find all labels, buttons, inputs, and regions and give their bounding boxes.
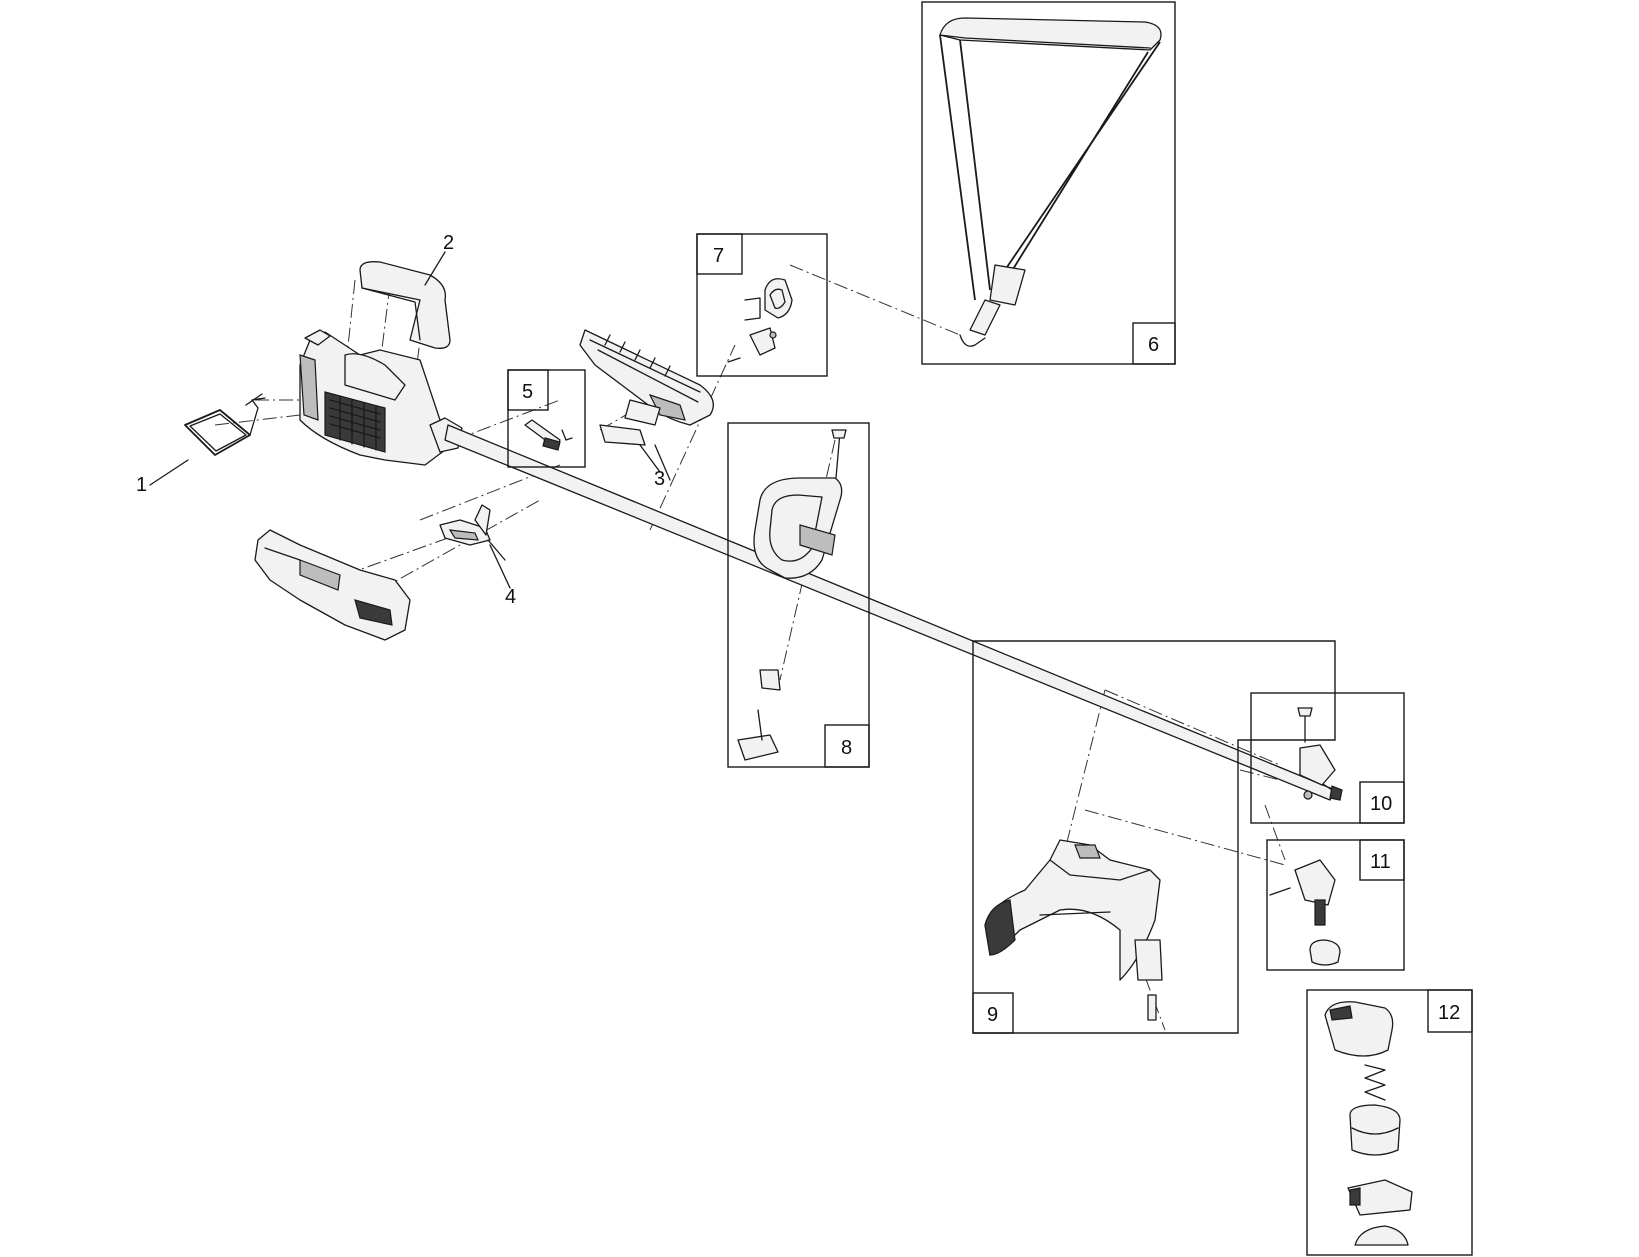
part-4-trigger [439, 504, 506, 561]
part-1-loop-bracket [184, 393, 266, 456]
box-5-switch-kit [507, 369, 586, 468]
box-7-strap-clip [696, 233, 828, 377]
box-10-shaft-bracket [1250, 692, 1405, 824]
callout-12: 12 [1438, 1002, 1460, 1024]
box-11-gearhead [1266, 839, 1405, 971]
box-9-guard [972, 640, 1336, 1034]
callout-6: 6 [1148, 334, 1159, 356]
lower-handle-cover [254, 529, 411, 641]
part-2-motor-housing [299, 261, 463, 466]
callout-2: 2 [443, 232, 454, 254]
callout-11: 11 [1370, 851, 1391, 873]
leader-lines [149, 251, 661, 589]
callout-10: 10 [1370, 793, 1392, 815]
callout-8: 8 [841, 737, 852, 759]
callout-9: 9 [987, 1004, 998, 1026]
callout-7: 7 [713, 245, 724, 267]
box-6-shoulder-strap [921, 1, 1176, 365]
callout-3: 3 [654, 468, 665, 490]
vent-grille [329, 395, 381, 451]
callout-5: 5 [522, 381, 533, 403]
box-12-trimmer-head [1306, 989, 1473, 1256]
callout-4: 4 [505, 586, 516, 608]
part-3-rear-handle [579, 329, 714, 481]
main-shaft [444, 424, 1343, 801]
box-8-front-handle [727, 422, 870, 768]
callout-1: 1 [136, 474, 147, 496]
